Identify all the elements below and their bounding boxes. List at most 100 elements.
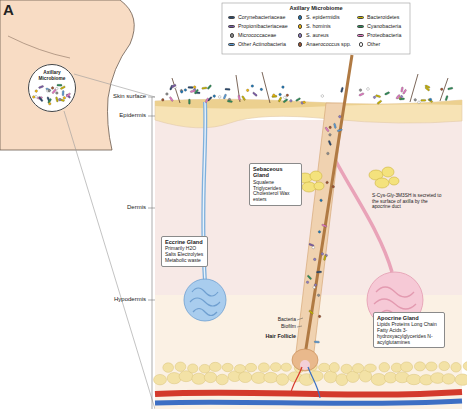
artery	[155, 392, 462, 395]
fat-cell	[336, 374, 348, 386]
bacterium-rod	[377, 100, 382, 105]
coccus-swatch	[298, 42, 303, 47]
bacterium	[295, 97, 300, 101]
bacterium	[246, 89, 249, 92]
fat-cell	[455, 374, 467, 385]
bacterium	[194, 89, 199, 94]
magnifier-fill	[28, 64, 76, 112]
bacterium-rod	[314, 341, 319, 343]
bacterium-rod	[401, 87, 404, 92]
bacterium-coccus	[440, 88, 443, 91]
bacterium	[212, 94, 216, 98]
bacterium	[331, 185, 334, 188]
bacterium	[333, 123, 336, 128]
bacterium	[289, 99, 292, 102]
bacterium-rod	[225, 88, 230, 90]
bacterium-coccus	[366, 87, 369, 90]
bacterium-coccus	[283, 96, 287, 100]
bacterium-coccus	[51, 86, 55, 90]
bacterium-coccus	[331, 185, 334, 188]
legend-label: Proteobacteria	[367, 33, 401, 38]
coccus-swatch	[298, 33, 303, 38]
bacterium	[340, 87, 343, 92]
legend-label: Corynebacteriaceae	[238, 15, 285, 20]
fat-cell	[264, 372, 278, 383]
gland-box: Eccrine GlandPrimarily H2O Salts Electro…	[161, 236, 208, 267]
bacterium	[326, 152, 329, 155]
bacterium-rod	[223, 94, 227, 99]
bacterium	[445, 95, 448, 101]
bacterium	[307, 275, 312, 280]
bacterium	[180, 90, 183, 93]
bacterium-coccus	[312, 246, 315, 249]
bacterium-rod	[207, 85, 212, 90]
sebaceous-lobule	[389, 177, 399, 185]
bacterium-rod	[241, 95, 245, 100]
bacterium-rod	[322, 224, 327, 228]
bacterium-coccus	[319, 199, 322, 202]
legend-label: Other Actinobacteria	[238, 42, 286, 47]
bacterium-coccus	[58, 98, 61, 101]
bacteria	[32, 84, 453, 343]
hair	[262, 72, 270, 103]
bacterium	[317, 293, 321, 297]
bacterium	[165, 92, 168, 95]
legend-label: S. aureus	[306, 33, 329, 38]
bacterium	[325, 127, 329, 132]
legend-label: S. epidermidis	[306, 15, 340, 20]
fat-cell	[324, 371, 337, 383]
bacterium	[329, 126, 332, 129]
bacterium-rod	[52, 89, 57, 94]
bacterium-rod	[283, 98, 288, 103]
bacterium	[321, 252, 325, 256]
layer-tick	[148, 116, 155, 117]
hair	[440, 78, 448, 101]
eccrine-tubule	[190, 288, 220, 316]
bacterium-rod	[448, 87, 453, 90]
panel-letter: A	[3, 1, 23, 18]
node-heading: Eccrine Gland	[165, 239, 204, 245]
bacterium	[47, 89, 51, 93]
annotation-label: Hypodermis	[92, 296, 146, 303]
legend-label: S. hominis	[306, 24, 331, 29]
bacterium-coccus	[63, 96, 66, 99]
bacterium-coccus	[279, 93, 282, 96]
bacterium	[202, 87, 207, 90]
coccus-swatch	[298, 24, 303, 29]
zoom-line	[64, 111, 155, 409]
bacterium-coccus	[318, 230, 322, 234]
bacterium-coccus	[260, 88, 263, 91]
rod-swatch	[228, 16, 235, 19]
rod-swatch	[228, 25, 235, 28]
fat-cell	[154, 374, 167, 384]
bacterium	[32, 95, 35, 98]
bacterium-rod	[445, 95, 448, 101]
bacterium	[39, 97, 44, 102]
bacterium	[66, 93, 71, 98]
bacterium-rod	[62, 91, 64, 96]
bacterium-rod	[238, 95, 241, 100]
bacterium-coccus	[303, 101, 306, 104]
annotation-label: Dermis	[92, 204, 146, 211]
hair-bulb	[292, 349, 318, 371]
annotation-label: Skin surface	[92, 93, 146, 100]
fat-cell	[463, 361, 467, 370]
bacterium-rod	[333, 123, 336, 128]
bacterium-coccus	[289, 99, 292, 102]
vein	[155, 401, 462, 404]
bacterium	[227, 100, 232, 103]
bacterium	[312, 246, 315, 249]
bacterium	[184, 88, 187, 91]
bacterium-rod	[399, 98, 404, 100]
bacterium-coccus	[47, 89, 51, 93]
fat-cell	[371, 373, 386, 385]
armpit-sketch	[0, 0, 134, 150]
bacterium-coccus	[32, 95, 35, 98]
bacterium	[359, 89, 362, 92]
fat-cell	[442, 374, 455, 384]
bacterium	[319, 199, 322, 202]
skin-crease	[8, 36, 70, 58]
fat-cell	[439, 362, 450, 371]
fat-cell	[391, 363, 402, 372]
